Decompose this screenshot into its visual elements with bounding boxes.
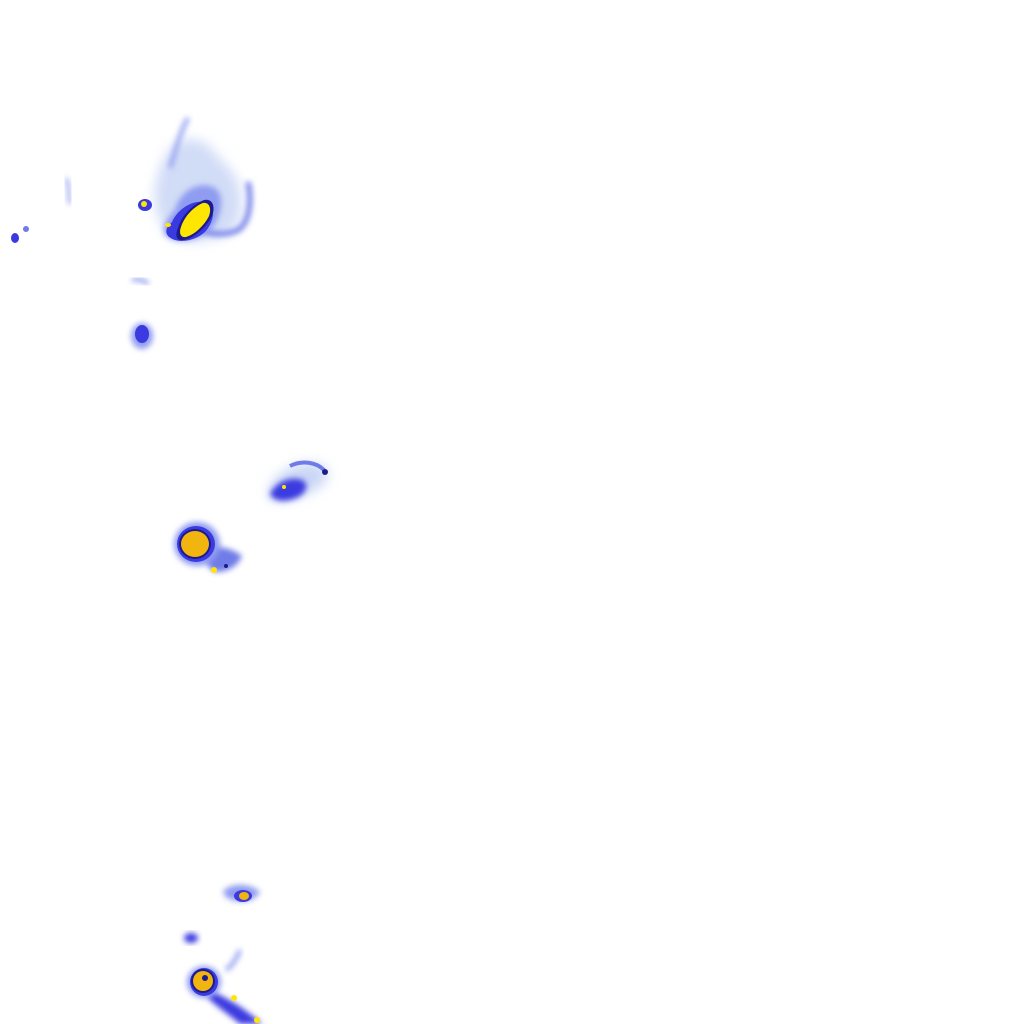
cell-northwest-streak — [64, 177, 72, 205]
cell-northwest-main-fleck — [165, 223, 171, 227]
cell-northwest-main-arc — [200, 181, 253, 237]
cell-northwest-isolated — [131, 323, 153, 349]
cell-northwest-small-left-a-core — [141, 201, 147, 207]
cell-northwest-main — [154, 117, 253, 242]
cell-south-main-fleck-b — [254, 1017, 260, 1023]
cell-northwest-small-left-c — [23, 226, 29, 232]
cell-central-west — [174, 522, 242, 573]
cell-south-main-core — [193, 971, 213, 991]
cell-central-east-dot — [322, 469, 328, 475]
cell-central-west-core — [181, 531, 209, 557]
cell-northwest-main-core — [180, 202, 211, 238]
cell-south-main — [187, 949, 262, 1024]
cell-south-small-core — [239, 892, 249, 900]
cell-south-main-streak — [224, 949, 242, 972]
cell-northwest-small-left-b — [11, 233, 19, 243]
cell-central-west-fleck-a — [211, 567, 217, 573]
cell-south-small — [184, 884, 260, 943]
cell-south-main-hole — [202, 975, 208, 981]
cell-northwest-small-left — [11, 177, 152, 286]
cell-central-east — [268, 460, 328, 501]
cell-central-west-fleck-b — [224, 564, 228, 568]
cell-northwest-isolated-medium — [135, 325, 149, 343]
cell-central-east-arc — [289, 460, 326, 472]
cell-south-main-fleck-a — [231, 995, 237, 1001]
cell-central-east-dot-2 — [282, 485, 286, 489]
cell-northwest-streak-2 — [131, 277, 150, 286]
cell-south-main-tail — [208, 990, 262, 1024]
cell-south-small-b — [184, 933, 198, 943]
cell-central-east-medium — [270, 478, 307, 501]
cell-northwest-main-tail — [168, 117, 190, 169]
